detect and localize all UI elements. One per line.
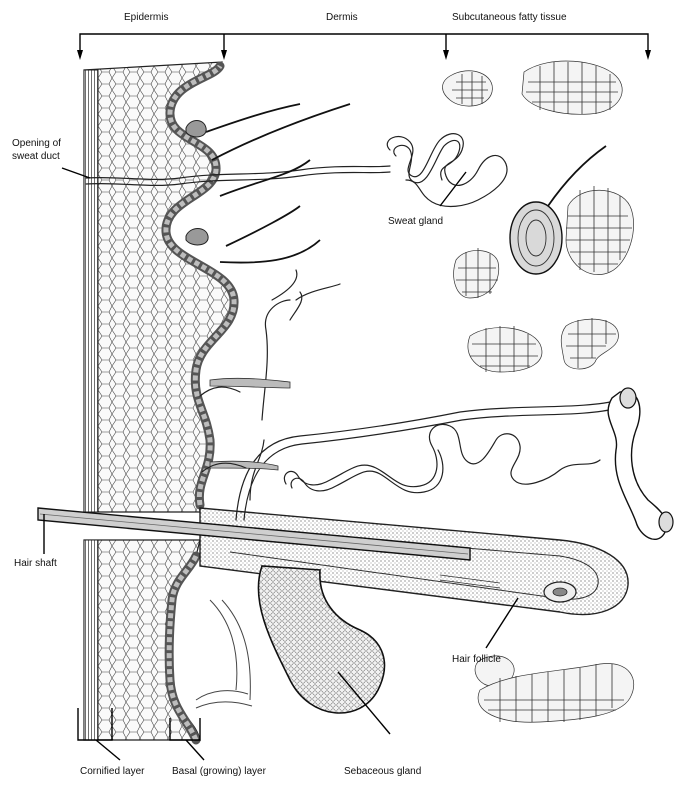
sebaceous-gland [196,566,384,713]
fat-clusters [443,61,634,722]
label-opening-sweat-duct-2: sweat duct [12,151,60,162]
region-brackets [77,34,651,60]
epidermis-lower [84,540,200,740]
label-dermis: Dermis [326,12,358,23]
label-epidermis: Epidermis [124,12,168,23]
label-sweat-gland: Sweat gland [388,216,443,227]
label-sebaceous-gland: Sebaceous gland [344,766,421,777]
label-hair-follicle: Hair follicle [452,654,501,665]
label-opening-sweat-duct-1: Opening of [12,138,61,149]
label-cornified-layer: Cornified layer [80,766,145,777]
label-hair-shaft: Hair shaft [14,558,57,569]
label-subcutaneous: Subcutaneous fatty tissue [452,12,567,23]
label-basal-layer: Basal (growing) layer [172,766,267,777]
